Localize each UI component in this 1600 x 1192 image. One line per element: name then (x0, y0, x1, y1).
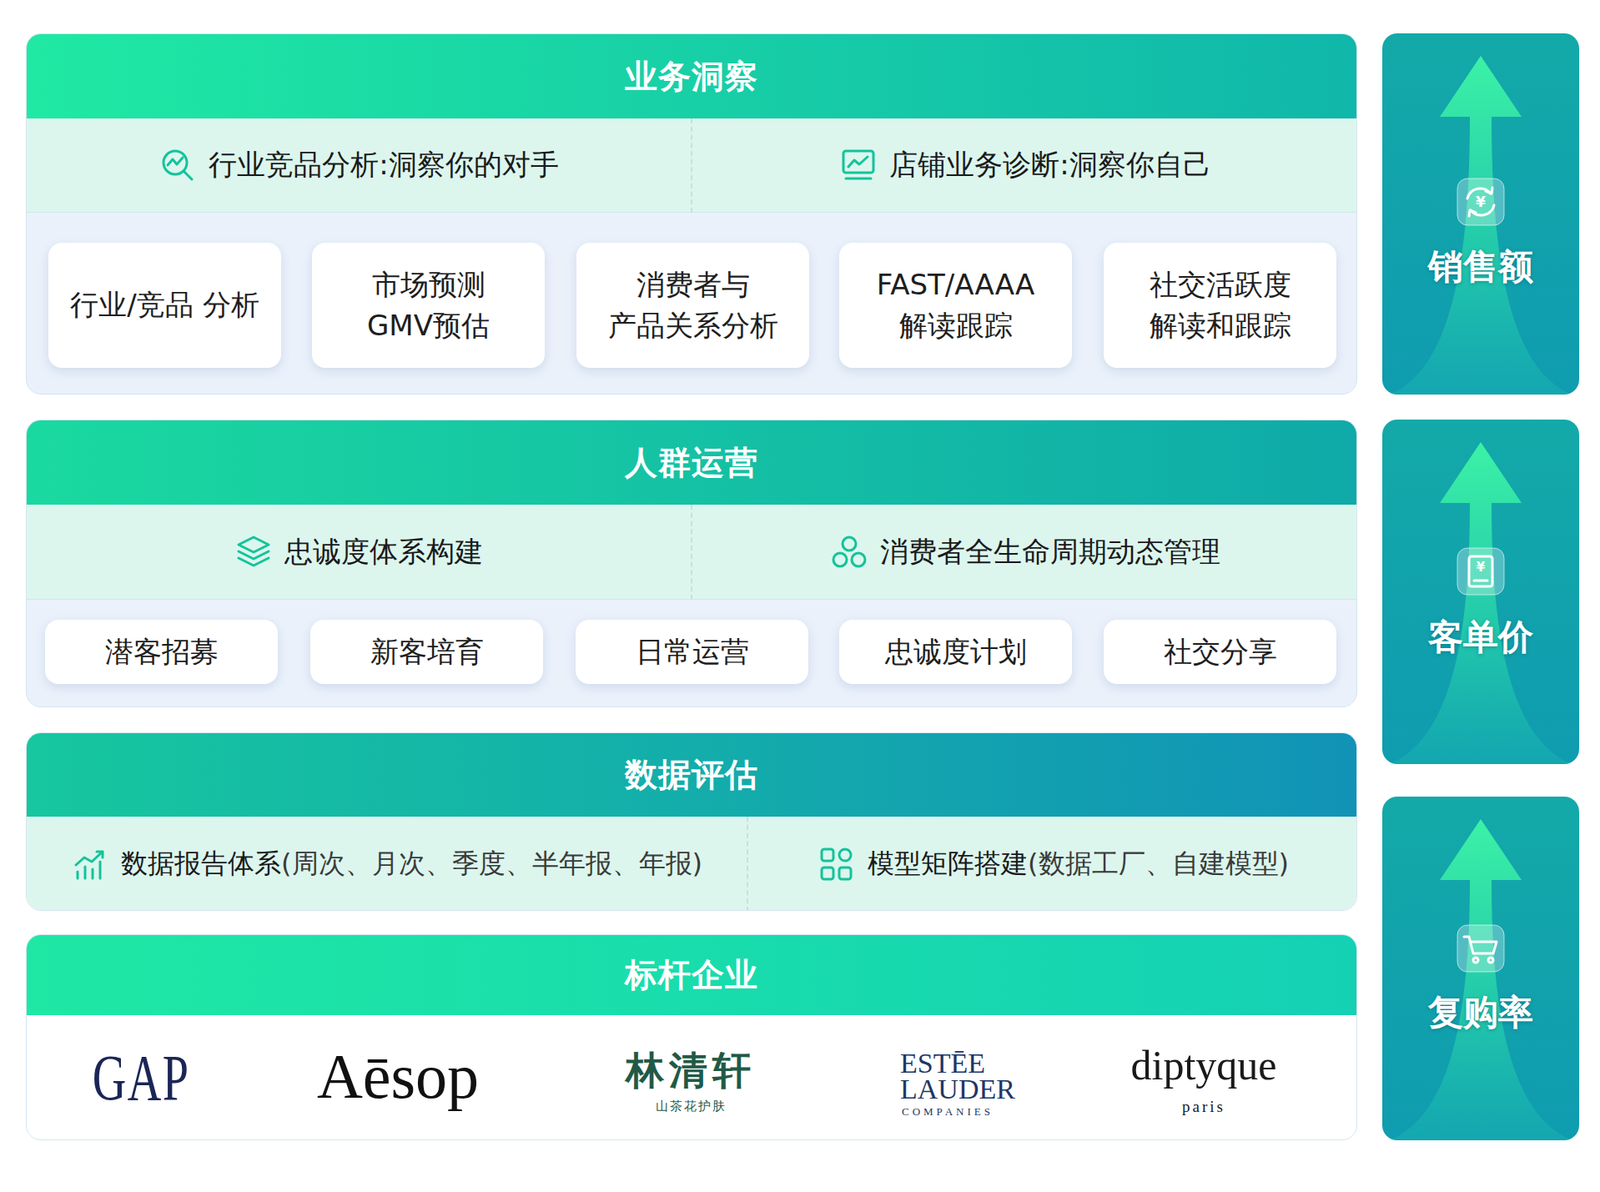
section-title: 数据评估 (26, 733, 1357, 817)
topic-icon (70, 845, 110, 884)
item-label: 潜客招募 (53, 631, 270, 673)
item-card: 忠诚度计划 (839, 619, 1072, 685)
section-panel: 忠诚度体系构建 消费者全生命周期动态管理潜客招募 新客培育 日常运营 忠诚度计划 社交分享… (25, 419, 1358, 708)
topic-detail: (数据工厂、自建模型) (1027, 845, 1289, 883)
item-card: FAST/AAAA 解读跟踪 (839, 242, 1072, 368)
metric-label: 销售额 (1382, 245, 1580, 289)
item-card: 行业/竞品 分析 (48, 242, 282, 368)
metric-column: 销售额 (1382, 33, 1580, 395)
currency-glyph: ¥ (1475, 195, 1486, 210)
topic-icon (817, 845, 856, 884)
brand-logo: Aēsop (316, 1044, 479, 1108)
brand-tagline: COMPANIES (901, 1106, 994, 1117)
item-label: 社交活跃度 解读和跟踪 (1111, 264, 1329, 348)
topic-icon (830, 533, 869, 572)
item-card: 日常运营 (575, 619, 809, 685)
brand-logo: diptyque (1131, 1044, 1278, 1087)
growth-arrow (1382, 419, 1580, 765)
topic-title: 消费者全生命周期动态管理 (880, 533, 1221, 572)
topic-icon (839, 145, 878, 185)
item-label: 消费者与 产品关系分析 (584, 264, 801, 348)
currency-glyph: ¥ (1476, 561, 1485, 574)
topic-band: 行业竞品分析:洞察你的对手 (26, 118, 693, 213)
topic-band: 消费者全生命周期动态管理 (692, 504, 1358, 600)
item-label: 社交分享 (1111, 631, 1329, 673)
item-label: 市场预测 GMV预估 (320, 264, 537, 348)
item-card: 潜客招募 (45, 619, 278, 685)
brand-logo: LAUDER (900, 1075, 1016, 1104)
brand-logo: ESTĒE (900, 1049, 986, 1078)
topic-title: 店铺业务诊断:洞察你自己 (889, 145, 1211, 185)
topic-icon (234, 533, 273, 572)
item-card: 消费者与 产品关系分析 (576, 242, 810, 368)
growth-arrow (1382, 796, 1580, 1141)
metric-column: 客单价 (1382, 419, 1580, 765)
topic-title: 数据报告体系 (120, 845, 282, 883)
metric-label: 客单价 (1382, 615, 1580, 660)
section-panel: 行业竞品分析:洞察你的对手 店铺业务诊断:洞察你自己行业/竞品 分析 市场预测 GM… (25, 33, 1358, 395)
item-card: 新客培育 (310, 619, 544, 685)
brand-logo: GAP (92, 1045, 191, 1111)
brand-tagline: 山茶花护肤 (655, 1100, 727, 1113)
item-card: 市场预测 GMV预估 (311, 242, 545, 368)
item-label: 新客培育 (318, 631, 535, 673)
brand-logo: 林清轩 (625, 1051, 756, 1090)
topic-title: 模型矩阵搭建 (867, 845, 1028, 883)
item-card: 社交分享 (1103, 619, 1337, 685)
topic-band: 店铺业务诊断:洞察你自己 (692, 118, 1358, 213)
section-panel: 数据报告体系(周次、月次、季度、半年报、年报)模型矩阵搭建(数据工厂、自建模型)… (25, 732, 1358, 911)
item-label: FAST/AAAA 解读跟踪 (847, 264, 1064, 348)
metric-label: 复购率 (1382, 991, 1580, 1035)
topic-detail: (周次、月次、季度、半年报、年报) (281, 845, 703, 883)
topic-icon (158, 145, 197, 185)
item-label: 行业/竞品 分析 (56, 284, 273, 326)
item-label: 忠诚度计划 (847, 631, 1064, 673)
brand-tagline: paris (1182, 1098, 1226, 1115)
growth-arrow (1382, 33, 1580, 395)
topic-band: 模型矩阵搭建(数据工厂、自建模型) (748, 816, 1358, 911)
section-title: 业务洞察 (26, 34, 1357, 119)
item-label: 日常运营 (583, 631, 800, 673)
topic-band: 数据报告体系(周次、月次、季度、半年报、年报) (26, 816, 749, 911)
metric-column: 复购率 (1382, 796, 1580, 1141)
section-title: 标杆企业 (26, 935, 1357, 1016)
topic-title: 行业竞品分析:洞察你的对手 (208, 145, 559, 185)
item-card: 社交活跃度 解读和跟踪 (1103, 242, 1337, 368)
topic-title: 忠诚度体系构建 (284, 533, 484, 572)
topic-band: 忠诚度体系构建 (26, 504, 693, 600)
section-title: 人群运营 (26, 420, 1357, 505)
